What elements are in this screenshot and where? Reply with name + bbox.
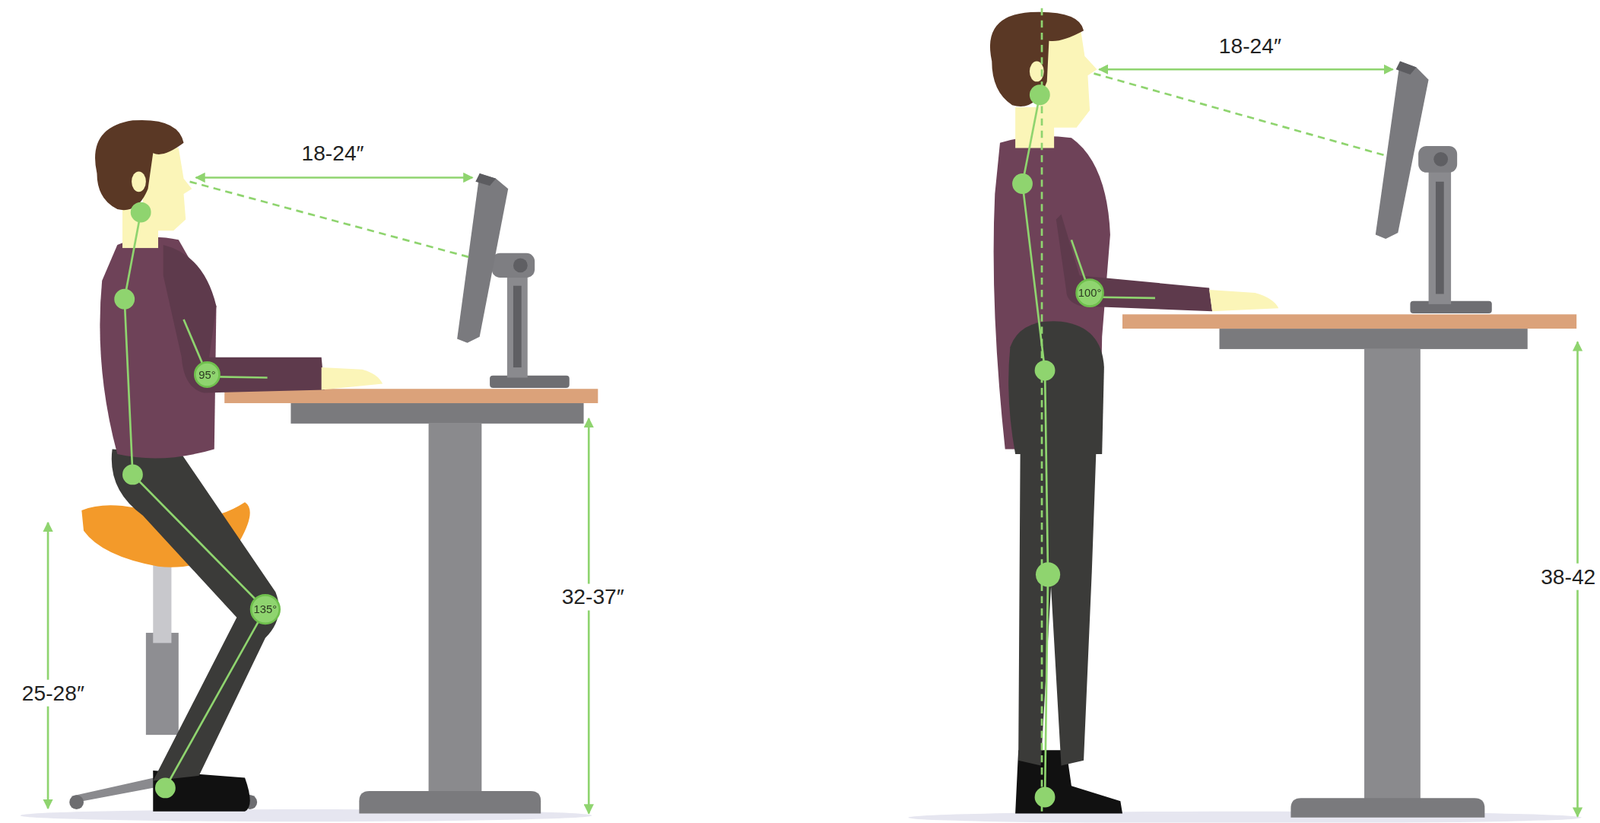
sitting-desk [224,388,598,813]
dimension-lines [47,177,589,813]
posture-lines [1022,8,1156,812]
dimension-lines [1093,69,1578,816]
standing-desk [1122,314,1577,818]
posture-lines [124,212,268,788]
dimension-label: 18-24″ [299,139,366,167]
angle-marker: 135° [250,593,281,625]
monitor [457,173,570,388]
angle-value: 100° [1078,286,1102,299]
joint-dots [1012,84,1061,807]
angle-value: 95° [198,368,216,381]
monitor [1375,61,1493,314]
standing-person [990,12,1279,814]
angle-marker: 100° [1075,278,1105,308]
dimension-label: 25-28″ [19,679,86,707]
dimension-label: 32-37″ [559,584,626,611]
angle-marker: 95° [193,361,221,388]
dimension-label: 18-24″ [1216,32,1283,60]
seated-person [95,120,383,812]
dimension-label: 38-42 [1538,563,1597,591]
angle-value: 135° [253,603,278,616]
joint-dots [114,202,176,799]
